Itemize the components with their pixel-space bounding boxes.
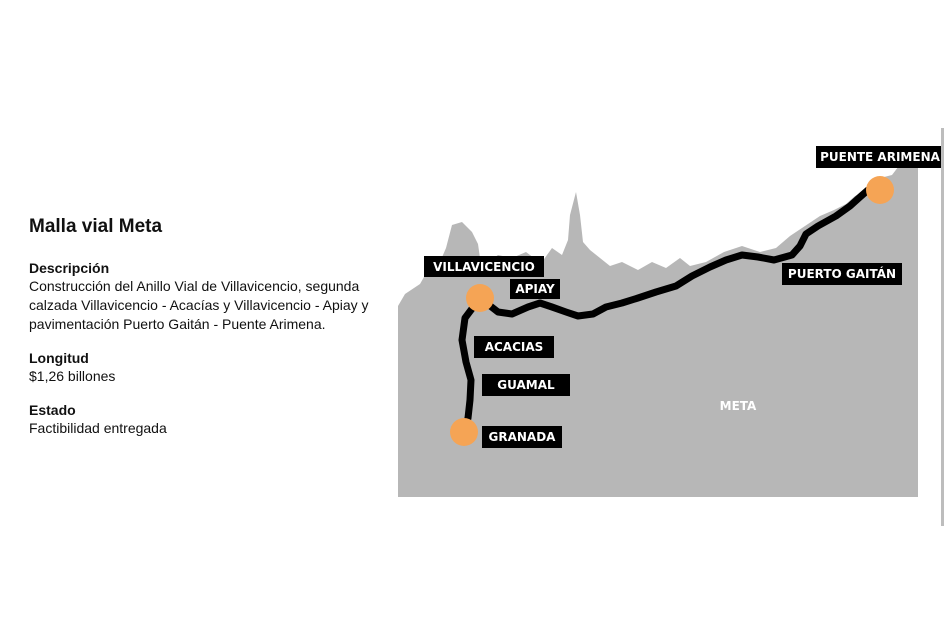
label-guamal: GUAMAL (482, 374, 570, 396)
route-villavicencio-granada (458, 294, 484, 436)
length-label: Longitud (29, 350, 89, 366)
puente-arimena-marker (866, 176, 894, 204)
info-panel: Malla vial Meta Descripción Construcción… (29, 216, 401, 454)
description-section: Descripción Construcción del Anillo Vial… (29, 260, 401, 334)
svg-text:ACACIAS: ACACIAS (485, 340, 544, 354)
right-divider (941, 128, 944, 526)
label-puerto-gaitan: PUERTO GAITÁN (782, 263, 902, 285)
villavicencio-marker (466, 284, 494, 312)
status-section: Estado Factibilidad entregada (29, 402, 401, 438)
granada-marker (450, 418, 478, 446)
label-villavicencio: VILLAVICENCIO (424, 256, 544, 277)
route-villavicencio-arimena (476, 186, 884, 320)
label-acacias: ACACIAS (474, 336, 554, 358)
label-puente-arimena: PUENTE ARIMENA (816, 146, 944, 168)
svg-text:PUERTO GAITÁN: PUERTO GAITÁN (788, 266, 896, 281)
status-value: Factibilidad entregada (29, 420, 167, 436)
region-label: META (720, 399, 757, 413)
svg-text:PUENTE ARIMENA: PUENTE ARIMENA (820, 150, 941, 164)
label-apiay: APIAY (510, 279, 560, 299)
svg-text:VILLAVICENCIO: VILLAVICENCIO (433, 260, 535, 274)
length-value: $1,26 billones (29, 368, 116, 384)
svg-text:GRANADA: GRANADA (489, 430, 557, 444)
svg-text:GUAMAL: GUAMAL (497, 378, 555, 392)
description-label: Descripción (29, 260, 110, 276)
meta-region-shape (398, 158, 918, 497)
length-section: Longitud $1,26 billones (29, 350, 401, 386)
page-title: Malla vial Meta (29, 216, 163, 237)
description-value: Construcción del Anillo Vial de Villavic… (29, 278, 369, 332)
status-label: Estado (29, 402, 76, 418)
svg-text:APIAY: APIAY (515, 282, 555, 296)
label-granada: GRANADA (482, 426, 562, 448)
